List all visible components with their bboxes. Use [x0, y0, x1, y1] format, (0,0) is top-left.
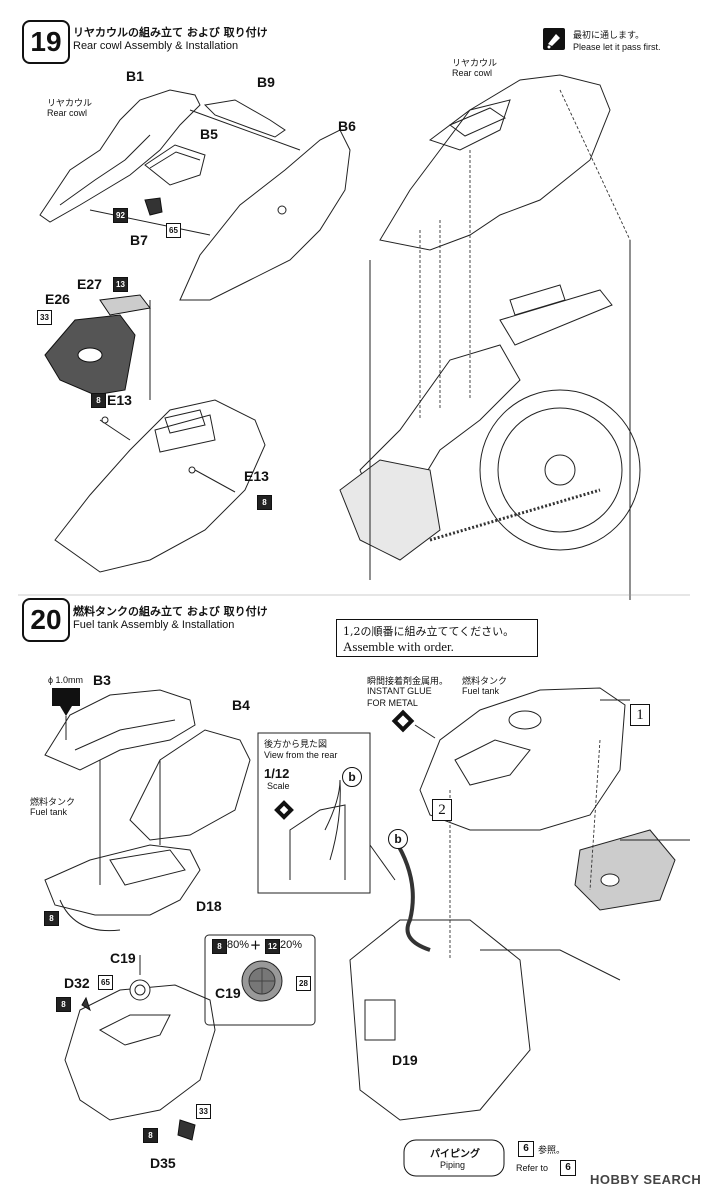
engine-area-drawing — [349, 919, 531, 1121]
ref-note-jp: 参照。 — [538, 1146, 566, 1156]
rear-cowl-label-en-2: Rear cowl — [452, 68, 493, 78]
pipe-b-marker-main: b — [388, 829, 408, 849]
piping-badge-jp: パイピング — [430, 1149, 480, 1160]
paint-code-65-d32: 65 — [98, 975, 113, 990]
note-jp: 最初に通します。 — [573, 31, 645, 41]
part-label-b7: B7 — [130, 232, 148, 248]
part-b1-drawing — [39, 89, 201, 223]
rear-wheel-drawing — [479, 389, 641, 551]
part-b6-drawing — [179, 129, 351, 301]
order-step-1-marker: 1 — [630, 704, 650, 726]
step-19-title-en: Rear cowl Assembly & Installation — [73, 40, 239, 52]
paint-code-8-seat: 8 — [44, 911, 59, 926]
part-label-d32: D32 — [64, 975, 90, 991]
rear-view-label-en: View from the rear — [264, 750, 338, 760]
mix-percent-2: 20% — [280, 939, 303, 951]
part-label-c19-a: C19 — [110, 950, 136, 966]
mix-plus-sign: ＋ — [250, 940, 261, 952]
paint-code-8-a: 8 — [91, 393, 106, 408]
rear-cowl-label-en: Rear cowl — [47, 108, 88, 118]
part-label-b6: B6 — [338, 118, 356, 134]
scale-value: 1/12 — [264, 766, 290, 781]
rear-cowl-label-jp-2: リヤカウル — [452, 59, 498, 69]
part-e27-drawing — [99, 294, 151, 316]
step-19-title-jp: リヤカウルの組み立て および 取り付け — [73, 26, 268, 39]
paint-code-8-mix: 8 — [212, 939, 227, 954]
paint-code-65: 65 — [166, 223, 181, 238]
rear-view-inset-frame — [257, 732, 371, 894]
part-label-d19: D19 — [392, 1052, 418, 1068]
part-b9-drawing — [203, 99, 286, 138]
part-b5-drawing — [144, 144, 206, 186]
paint-code-33: 33 — [37, 310, 52, 325]
glue-note-en-2: FOR METAL — [367, 698, 418, 708]
part-label-d18: D18 — [196, 898, 222, 914]
refer-to-label: Refer to — [516, 1163, 549, 1173]
piping-badge-frame — [403, 1139, 505, 1177]
glue-note-jp: 瞬間接着剤金属用。 — [367, 677, 449, 687]
glue-note-en-1: INSTANT GLUE — [367, 686, 432, 696]
paint-code-8-d32: 8 — [56, 997, 71, 1012]
rear-view-label-jp: 後方から見た図 — [264, 740, 328, 750]
muffler-drawing — [499, 289, 613, 346]
part-label-b4: B4 — [232, 697, 250, 713]
fuel-tank-label-en-2: Fuel tank — [462, 686, 500, 696]
paint-code-12: 12 — [265, 939, 280, 954]
fuel-tank-label-en: Fuel tank — [30, 807, 68, 817]
ref-step-number: 6 — [518, 1141, 534, 1157]
part-b4-drawing — [129, 729, 251, 841]
refer-to-step-number: 6 — [560, 1160, 576, 1176]
paint-code-8-d35: 8 — [143, 1128, 158, 1143]
note-en: Please let it pass first. — [573, 42, 661, 52]
rear-cowl-label-jp: リヤカウル — [47, 99, 93, 109]
step-19-number: 19 — [22, 20, 70, 64]
paint-code-33-d35: 33 — [196, 1104, 211, 1119]
drill-diameter-label: ϕ 1.0mm — [48, 675, 84, 685]
order-note-jp: 1,2の順番に組み立ててください。 — [343, 625, 515, 638]
drill-bit-shape — [52, 688, 80, 706]
fuel-tank-label-jp-2: 燃料タンク — [462, 677, 508, 687]
side-panel-drawing — [574, 829, 676, 911]
part-label-b1: B1 — [126, 68, 144, 84]
order-note-en: Assemble with order. — [343, 639, 454, 654]
paint-code-13: 13 — [113, 277, 128, 292]
part-label-e27: E27 — [77, 276, 102, 292]
step-20-number: 20 — [22, 598, 70, 642]
order-step-2-marker: 2 — [432, 799, 452, 821]
part-label-b3: B3 — [93, 672, 111, 688]
part-label-b9: B9 — [257, 74, 275, 90]
part-label-b5: B5 — [200, 126, 218, 142]
part-label-e26: E26 — [45, 291, 70, 307]
paint-code-8-b: 8 — [257, 495, 272, 510]
assembly-order-note: 1,2の順番に組み立ててください。 Assemble with order. — [336, 619, 538, 657]
pipe-b-marker-inset: b — [342, 767, 362, 787]
paint-code-92: 92 — [113, 208, 128, 223]
scale-label: Scale — [267, 781, 290, 791]
mix-percent-1: 80% — [227, 939, 250, 951]
part-label-d35: D35 — [150, 1155, 176, 1171]
fuel-tank-lower-drawing — [64, 984, 216, 1121]
piping-badge-en: Piping — [440, 1160, 466, 1170]
step-20-title-en: Fuel tank Assembly & Installation — [73, 619, 235, 631]
part-label-e13-b: E13 — [244, 468, 269, 484]
rear-cowl-installed-drawing — [379, 74, 611, 251]
assembled-rear-cowl-drawing — [54, 399, 266, 573]
step-20-title-jp: 燃料タンクの組み立て および 取り付け — [73, 605, 268, 618]
part-label-e13-a: E13 — [107, 392, 132, 408]
part-label-c19-b: C19 — [215, 985, 241, 1001]
hobby-search-watermark: HOBBY SEARCH — [590, 1172, 702, 1187]
paint-code-28: 28 — [296, 976, 311, 991]
fuel-tank-label-jp: 燃料タンク — [30, 798, 76, 808]
